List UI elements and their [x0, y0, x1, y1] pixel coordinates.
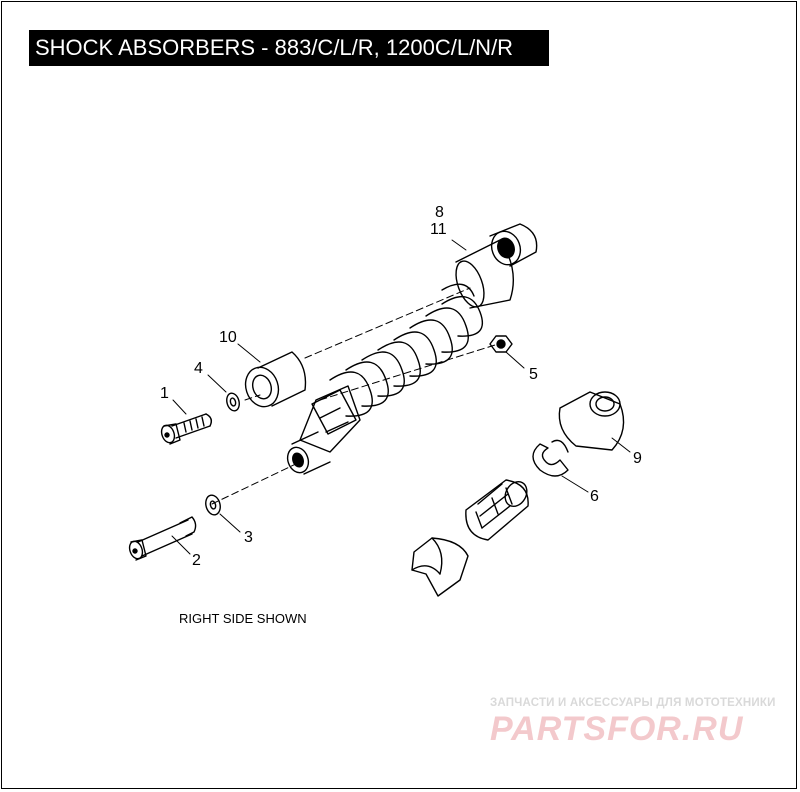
- part-4-washer: [226, 392, 240, 412]
- view-caption: RIGHT SIDE SHOWN: [179, 611, 307, 626]
- callout-5: 5: [529, 366, 538, 383]
- leader-lines: [171, 239, 631, 555]
- watermark-tagline: ЗАПЧАСТИ И АКСЕССУАРЫ ДЛЯ МОТОТЕХНИКИ: [490, 697, 776, 709]
- shock-absorber-assembly: [286, 223, 538, 475]
- callout-3: 3: [244, 529, 253, 546]
- page-title: SHOCK ABSORBERS - 883/C/L/R, 1200C/L/N/R: [29, 30, 549, 66]
- part-3-washer: [205, 494, 221, 516]
- watermark-logo: PARTSFOR.RU: [490, 710, 744, 748]
- part-10-cover: [244, 351, 307, 408]
- callout-6: 6: [590, 488, 599, 505]
- alignment-lines: [211, 287, 496, 505]
- callout-11: 11: [430, 221, 447, 238]
- retainer: [411, 537, 469, 597]
- bushing-spacer: [465, 479, 529, 541]
- part-2-lower-bolt: [128, 516, 197, 561]
- part-6-clip: [532, 439, 569, 477]
- callout-10: 10: [219, 329, 237, 346]
- callout-8: 8: [435, 204, 444, 221]
- part-1-upper-bolt: [160, 413, 213, 445]
- part-5-nut: [489, 335, 513, 353]
- spring-coils: [329, 283, 484, 417]
- callout-1: 1: [160, 385, 169, 402]
- callout-9: 9: [633, 450, 642, 467]
- part-9-cover: [558, 391, 625, 451]
- callout-4: 4: [194, 360, 203, 377]
- callout-2: 2: [192, 552, 201, 569]
